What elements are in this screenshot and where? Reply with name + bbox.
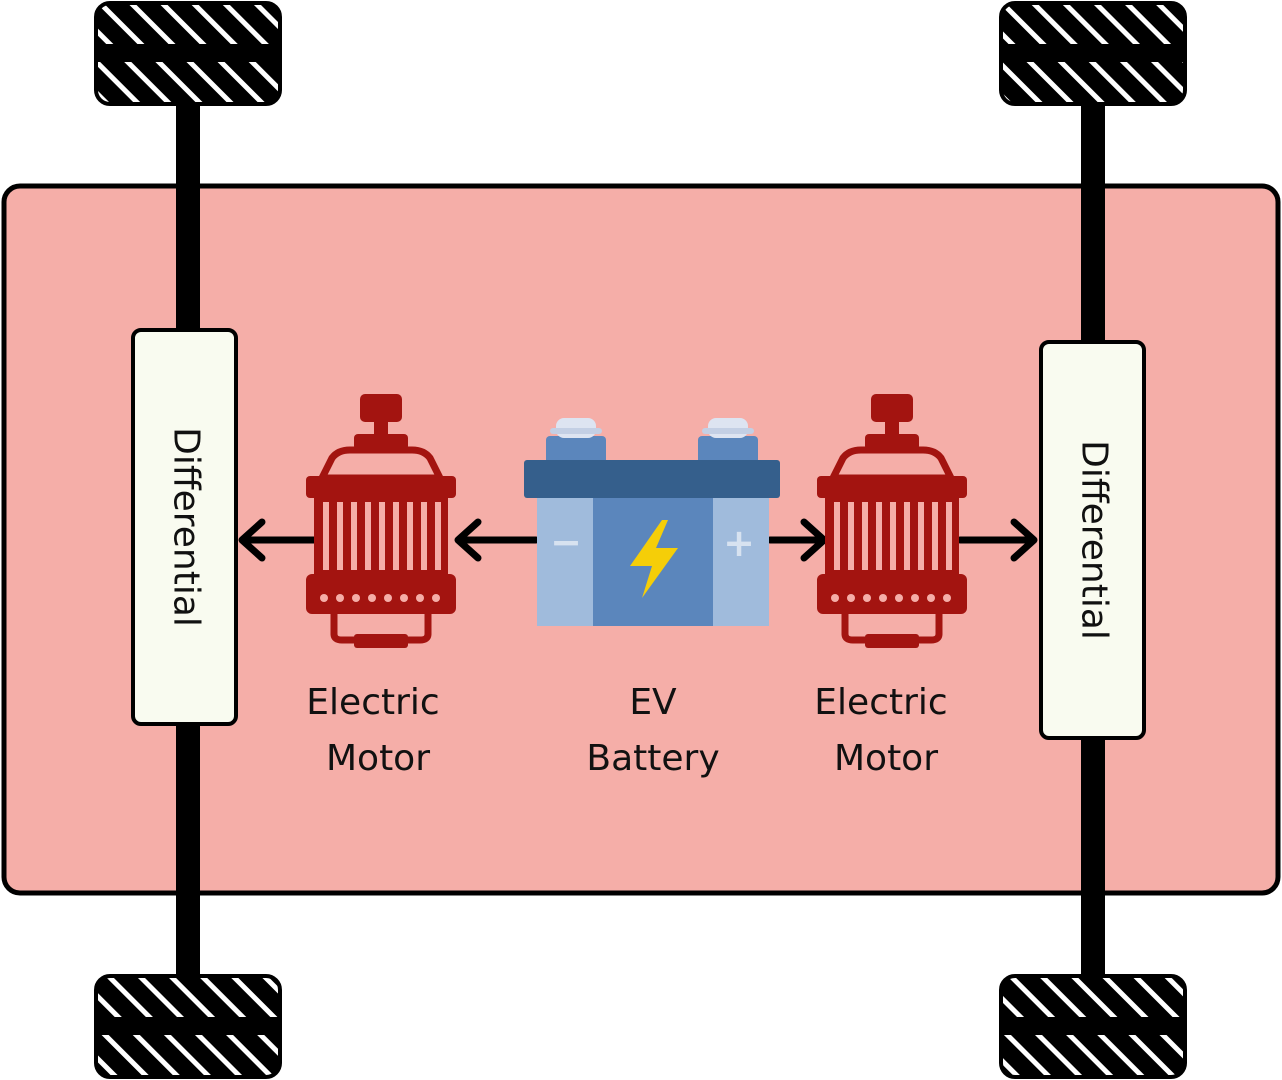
arrow-motor-to-left-differential	[238, 518, 322, 562]
differential-right: Differential	[1039, 340, 1146, 740]
battery-negative-symbol: −	[550, 520, 582, 564]
ev-battery-icon: − +	[524, 418, 780, 626]
differential-right-label: Differential	[1074, 440, 1115, 640]
battery-positive-symbol: +	[723, 521, 755, 565]
right-motor-label-line2: Motor	[834, 738, 938, 779]
battery-label-line2: Battery	[586, 738, 719, 779]
lightning-bolt-icon	[630, 520, 678, 598]
differential-left: Differential	[131, 328, 238, 726]
differential-left-label: Differential	[166, 427, 207, 627]
battery-label-line1: EV	[629, 682, 677, 723]
arrow-battery-to-right-motor	[766, 518, 828, 562]
electric-motor-icon	[817, 394, 967, 648]
wheel-rear-right	[999, 974, 1187, 1079]
wheel-front-left	[94, 1, 282, 106]
arrow-battery-to-left-motor	[454, 518, 540, 562]
left-motor-label-line1: Electric	[306, 682, 439, 723]
wheel-rear-left	[94, 974, 282, 1079]
wheel-front-right	[999, 1, 1187, 106]
electric-motor-icon	[306, 394, 456, 648]
arrow-motor-to-right-differential	[956, 518, 1038, 562]
left-motor-label-line2: Motor	[326, 738, 430, 779]
right-motor-label-line1: Electric	[814, 682, 947, 723]
